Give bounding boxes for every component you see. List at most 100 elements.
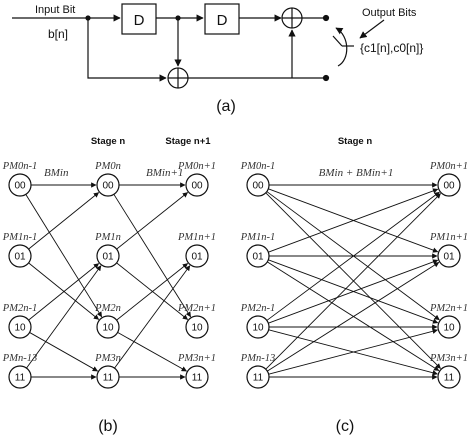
b-node-prev-3-pm: PMn-13	[2, 353, 37, 364]
c-node-next-3-pm: PM3n+1	[429, 353, 468, 364]
caption-b: (b)	[98, 418, 118, 435]
b-node-next-3-pm: PM3n+1	[177, 353, 216, 364]
b-node-mid-2-state: 10	[102, 323, 114, 334]
b-edge-s1-1-2	[116, 262, 189, 320]
b-node-mid-3-circle	[96, 365, 120, 389]
b-edge-s1-2-1	[116, 263, 189, 321]
c-node-prev-2-state: 10	[252, 323, 264, 334]
c-edge-0-3	[265, 192, 441, 369]
c-node-next-2-state: 10	[443, 323, 455, 334]
input-bit-label: Input Bit	[35, 4, 75, 16]
b-node-prev-2-circle	[8, 315, 32, 339]
b-edge-s1-3-1	[114, 265, 191, 369]
b-edge-s0-1-2	[28, 262, 100, 320]
c-node-prev-0-state: 00	[252, 181, 264, 192]
c-edge-2-1	[268, 259, 439, 324]
b-edge-s0-2-1	[28, 263, 100, 321]
bm-n-label: BMin	[44, 167, 69, 179]
b-node-mid-2-pm: PM2n	[94, 303, 121, 314]
b-edge-s0-3-1	[26, 265, 102, 369]
c-node-next-3-circle	[437, 365, 461, 389]
b-node-next-0: 00 PM0n+1	[177, 161, 216, 197]
c-node-next-0-pm: PM0n+1	[429, 161, 468, 172]
bn-label: b[n]	[48, 27, 68, 41]
delay-box-2	[204, 3, 240, 35]
b-node-prev-1-pm: PM1n-1	[2, 232, 37, 243]
b-node-next-1-state: 01	[191, 252, 203, 263]
b-node-mid-2-circle	[96, 315, 120, 339]
c-node-next-3: 11 PM3n+1	[429, 353, 468, 389]
b-node-next-0-pm: PM0n+1	[177, 161, 216, 172]
b-node-mid-2: 10 PM2n	[94, 303, 121, 339]
b-node-prev-0-circle	[8, 173, 32, 197]
b-node-prev-1-circle	[8, 244, 32, 268]
stage-n1-label: Stage n+1	[165, 136, 211, 147]
c-node-prev-3: 11 PMn-13	[240, 353, 275, 389]
b-node-mid-1-state: 01	[102, 252, 114, 263]
b-node-mid-0-pm: PM0n	[94, 161, 121, 172]
c-edge-2-0	[266, 191, 440, 321]
stage-n-label: Stage n	[91, 136, 126, 147]
b-node-prev-1: 01 PM1n-1	[2, 232, 37, 268]
c-node-next-0-circle	[437, 173, 461, 197]
b-edge-s1-1-0	[116, 192, 189, 250]
delay-2-label: D	[217, 12, 228, 29]
c-node-next-2-circle	[437, 315, 461, 339]
b-edge-s0-0-2	[25, 194, 103, 318]
b-node-prev-2-state: 10	[14, 323, 26, 334]
b-node-mid-0-circle	[96, 173, 120, 197]
b-node-mid-3-state: 11	[103, 373, 114, 384]
bm-n1-label: BMin+1	[146, 167, 183, 179]
input-lower-wire	[87, 18, 167, 82]
c-node-prev-2-circle	[246, 315, 270, 339]
b-node-prev-0-pm: PM0n-1	[2, 161, 37, 172]
b-node-next-2-state: 10	[191, 323, 203, 334]
c-node-prev-1-state: 01	[252, 252, 264, 263]
delay-1-label: D	[134, 12, 145, 29]
c-edge-3-0	[265, 193, 441, 370]
c-node-next-1-state: 01	[443, 252, 455, 263]
b-node-prev-3-circle	[8, 365, 32, 389]
c-edge-3-1	[267, 262, 440, 372]
b-edge-s1-2-3	[117, 331, 188, 372]
output-bits-label: Output Bits	[362, 7, 417, 19]
b-node-next-2: 10 PM2n+1	[177, 303, 216, 339]
c-node-prev-3-circle	[246, 365, 270, 389]
b-node-next-2-circle	[185, 315, 209, 339]
c-node-next-1-pm: PM1n+1	[429, 232, 468, 243]
bm-sum-label: BMin + BMin+1	[319, 167, 394, 179]
stage-n-label-c: Stage n	[338, 136, 373, 147]
b-node-next-0-state: 00	[191, 181, 203, 192]
c0-terminal	[322, 74, 330, 82]
c-node-prev-3-pm: PMn-13	[240, 353, 275, 364]
b-node-next-3: 11 PM3n+1	[177, 353, 216, 389]
switch-arm	[332, 35, 343, 47]
c-node-next-3-state: 11	[444, 373, 455, 384]
b-node-prev-2-pm: PM2n-1	[2, 303, 37, 314]
c-edge-1-3	[267, 261, 440, 371]
b-node-next-3-state: 11	[192, 373, 203, 384]
caption-c: (c)	[336, 418, 355, 435]
c-node-next-0-state: 00	[443, 181, 455, 192]
c-node-next-1: 01 PM1n+1	[429, 232, 468, 268]
b-edge-s0-2-3	[29, 332, 99, 372]
c-node-prev-3-state: 11	[253, 373, 264, 384]
b-node-prev-2: 10 PM2n-1	[2, 303, 37, 339]
trellis-merged-stage: Stage n BMin + BMin+1 00PM0n-100PM0n+101…	[240, 136, 468, 435]
c-node-next-0: 00 PM0n+1	[429, 161, 468, 197]
delay-box-1	[121, 3, 157, 35]
c1-terminal	[322, 14, 330, 22]
b-node-next-2-pm: PM2n+1	[177, 303, 216, 314]
c-node-prev-1-circle	[246, 244, 270, 268]
c-node-prev-0-circle	[246, 173, 270, 197]
b-node-mid-1-circle	[96, 244, 120, 268]
c-node-next-1-circle	[437, 244, 461, 268]
switch-arc-icon	[335, 27, 348, 67]
b-node-prev-1-state: 01	[14, 252, 26, 263]
